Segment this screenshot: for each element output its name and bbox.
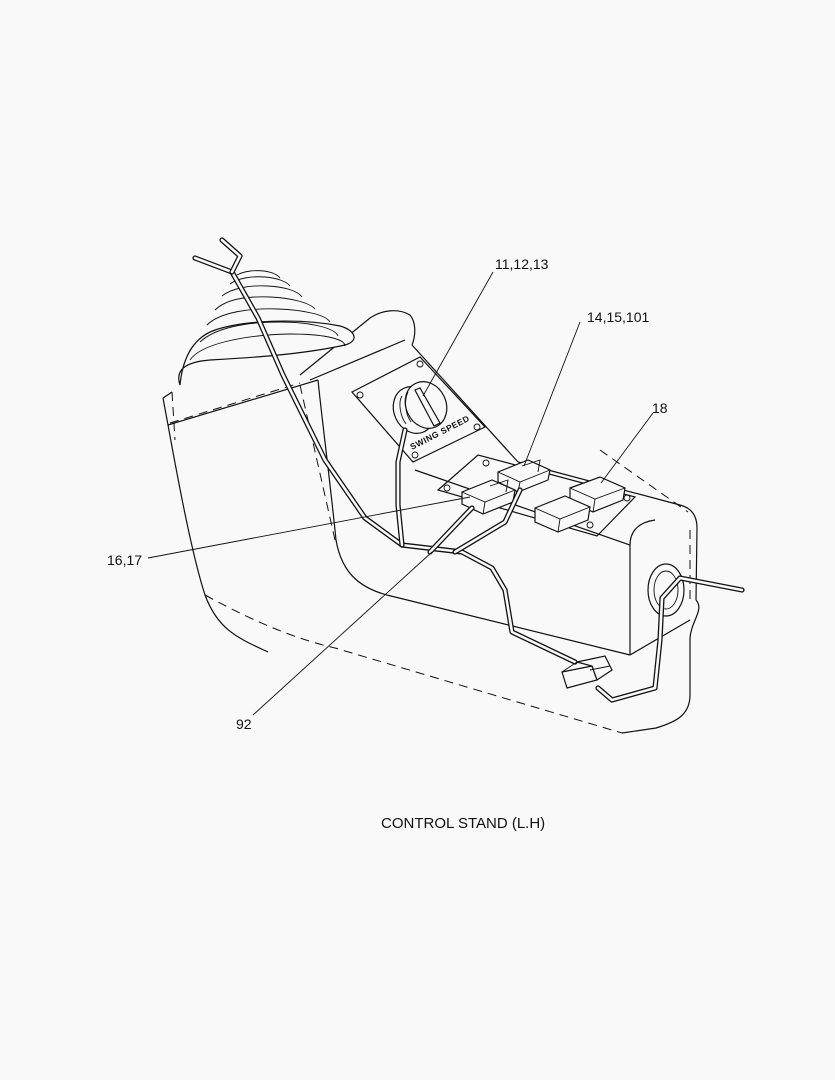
callout-16-17: 16,17 bbox=[107, 552, 142, 568]
wire-harness bbox=[192, 237, 745, 703]
figure-caption: CONTROL STAND (L.H) bbox=[381, 815, 545, 832]
callout-92: 92 bbox=[236, 716, 252, 732]
swing-speed-knob bbox=[392, 381, 448, 434]
console-body bbox=[162, 310, 700, 734]
switch-14 bbox=[497, 459, 551, 493]
leader-lines bbox=[147, 271, 654, 716]
wire-connector bbox=[561, 655, 613, 689]
switch-18a bbox=[569, 476, 626, 513]
callout-11-12-13: 11,12,13 bbox=[495, 256, 549, 272]
callout-14-15-101: 14,15,101 bbox=[587, 309, 649, 325]
switch-18b bbox=[534, 495, 591, 533]
joystick-boot bbox=[178, 270, 355, 386]
callout-18: 18 bbox=[652, 400, 668, 416]
